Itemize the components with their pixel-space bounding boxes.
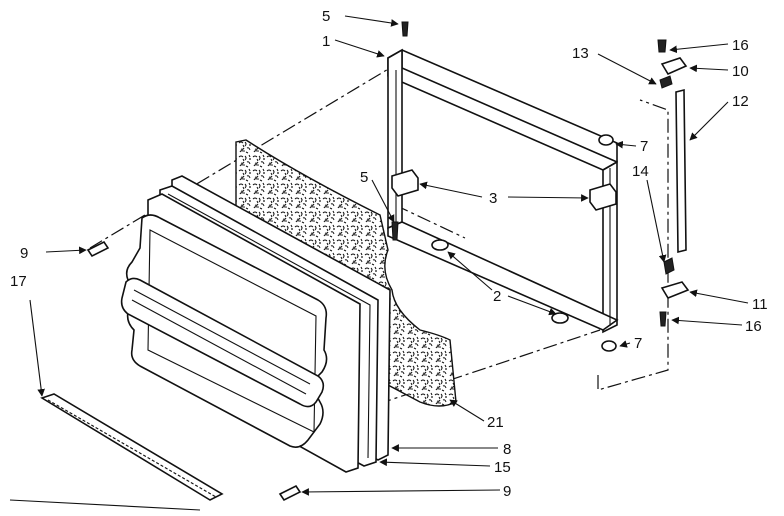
callout-5-mid: 5 xyxy=(360,169,368,186)
door-liner xyxy=(120,193,361,473)
callout-10: 10 xyxy=(732,63,749,80)
callout-7-top: 7 xyxy=(640,138,648,155)
screws-9 xyxy=(86,240,302,502)
callout-labels: 5 1 13 16 10 12 7 5 14 3 2 9 17 11 16 7 … xyxy=(10,8,768,500)
callout-1: 1 xyxy=(322,33,330,50)
screws xyxy=(391,21,617,352)
callout-15: 15 xyxy=(494,459,511,476)
callout-14: 14 xyxy=(632,163,649,180)
baseline xyxy=(9,499,201,511)
assembly-line-bottom xyxy=(329,329,601,421)
door-frame-1 xyxy=(387,48,619,334)
callout-9-left: 9 xyxy=(20,245,28,262)
leader-lines xyxy=(29,15,749,496)
callout-8: 8 xyxy=(503,441,511,458)
brackets-3 xyxy=(391,169,617,211)
callout-2: 2 xyxy=(493,288,501,305)
callout-16-bottom: 16 xyxy=(745,318,762,335)
callout-12: 12 xyxy=(732,93,749,110)
callout-9-bottom: 9 xyxy=(503,483,511,500)
callout-16-top: 16 xyxy=(732,37,749,54)
callout-3: 3 xyxy=(489,190,497,207)
callout-5-top: 5 xyxy=(322,8,330,25)
callout-21: 21 xyxy=(487,414,504,431)
callout-17: 17 xyxy=(10,273,27,290)
callout-13: 13 xyxy=(572,45,589,62)
bumpers-2 xyxy=(431,239,569,324)
mid-line xyxy=(394,204,466,239)
hinge-side-line xyxy=(597,99,669,391)
callout-7-bottom: 7 xyxy=(634,335,642,352)
hinge-assembly xyxy=(657,39,690,327)
callout-11: 11 xyxy=(752,296,768,313)
trim-strip-17 xyxy=(40,393,224,501)
